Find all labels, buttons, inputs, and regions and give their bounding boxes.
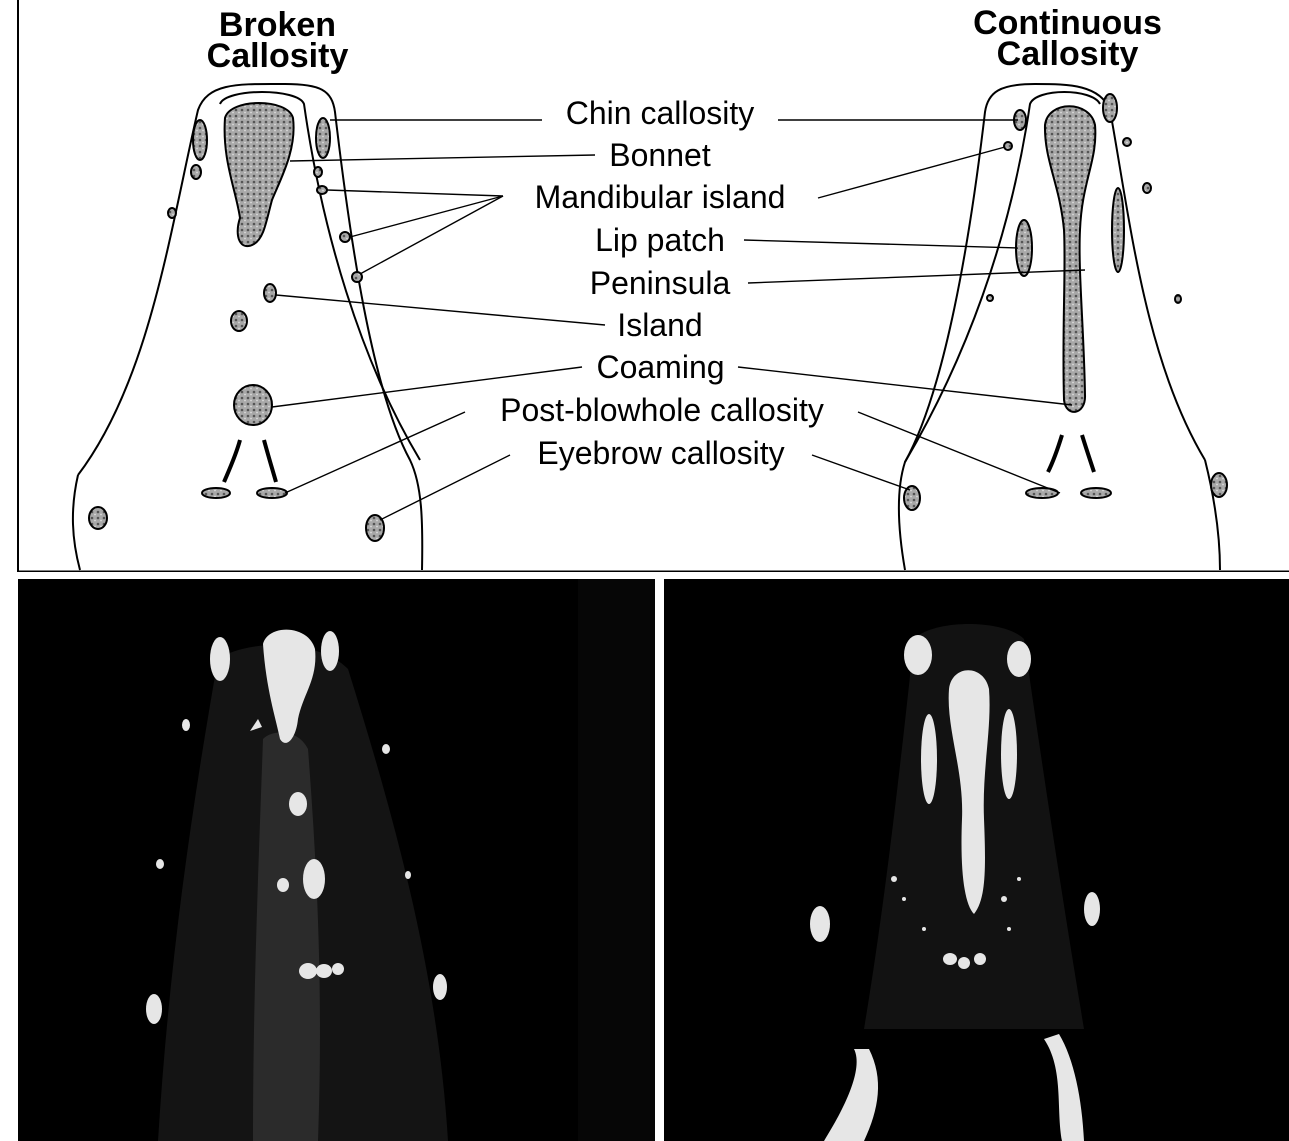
broken-head-drawing [73, 84, 422, 570]
broken-mandibular-island-2 [340, 232, 350, 242]
continuous-chin-callosity-right [1103, 94, 1117, 122]
photo-continuous-image [664, 579, 1289, 1141]
label-peninsula: Peninsula [570, 266, 750, 300]
continuous-small-spot-3 [987, 295, 993, 301]
continuous-small-spot-4 [1175, 295, 1181, 303]
broken-small-spot-2 [191, 165, 201, 179]
broken-small-spot-4 [231, 311, 247, 331]
title-broken-callosity: Broken Callosity [180, 10, 375, 72]
leader-peninsula [748, 270, 1085, 283]
leader-post-blowhole-left [285, 412, 465, 493]
label-post-blowhole-callosity: Post-blowhole callosity [462, 393, 862, 427]
leader-mandibular-2 [350, 196, 503, 237]
leader-mandibular-3 [360, 196, 503, 274]
broken-chin-callosity-left [193, 120, 207, 160]
photo-broken-image [18, 579, 655, 1141]
broken-small-spot-1 [314, 167, 322, 177]
continuous-blowhole-right [1082, 435, 1094, 472]
continuous-bonnet-peninsula [1045, 106, 1095, 412]
leader-lip-patch [744, 240, 1018, 248]
label-coaming: Coaming [578, 350, 743, 384]
leader-eyebrow-right [812, 455, 910, 490]
photo-panel [0, 572, 1289, 1141]
broken-blowhole-right [264, 440, 276, 482]
continuous-lip-patch-left [1016, 220, 1032, 276]
continuous-small-spot-2 [1143, 183, 1151, 193]
continuous-head-drawing [899, 84, 1227, 570]
leader-bonnet-left [290, 155, 595, 161]
label-bonnet: Bonnet [590, 138, 730, 172]
continuous-blowhole-left [1048, 435, 1062, 472]
leader-eyebrow-left [380, 455, 510, 520]
broken-blowhole-left [224, 440, 240, 482]
continuous-post-blowhole-right [1081, 488, 1111, 498]
broken-post-blowhole-left [202, 488, 230, 498]
continuous-small-spot-1 [1123, 138, 1131, 146]
broken-island [264, 284, 276, 302]
label-mandibular-island: Mandibular island [500, 180, 820, 214]
broken-small-spot-3 [168, 208, 176, 218]
continuous-eyebrow-left [904, 486, 920, 510]
continuous-lip-patch-right [1112, 188, 1124, 272]
diagram-panel: Broken Callosity Continuous Callosity Ch… [0, 0, 1289, 572]
label-chin-callosity: Chin callosity [540, 96, 780, 130]
label-eyebrow-callosity: Eyebrow callosity [508, 436, 814, 470]
leader-post-blowhole-right [858, 412, 1060, 493]
leader-island [276, 295, 605, 325]
broken-chin-callosity-right [316, 118, 330, 158]
leader-mandibular-1 [327, 190, 503, 196]
continuous-mandibular-island [1004, 142, 1012, 150]
broken-coaming [234, 385, 272, 425]
photo-broken-callosity [18, 579, 655, 1141]
broken-mandibular-island-1 [317, 186, 327, 194]
broken-post-blowhole-right [257, 488, 287, 498]
broken-eyebrow-left [89, 507, 107, 529]
title-continuous-callosity: Continuous Callosity [950, 8, 1185, 70]
broken-bonnet [225, 103, 294, 246]
photo-continuous-callosity [664, 579, 1289, 1141]
continuous-post-blowhole-left [1026, 488, 1058, 498]
label-lip-patch: Lip patch [575, 223, 745, 257]
continuous-eyebrow-right [1211, 473, 1227, 497]
label-island: Island [600, 308, 720, 342]
